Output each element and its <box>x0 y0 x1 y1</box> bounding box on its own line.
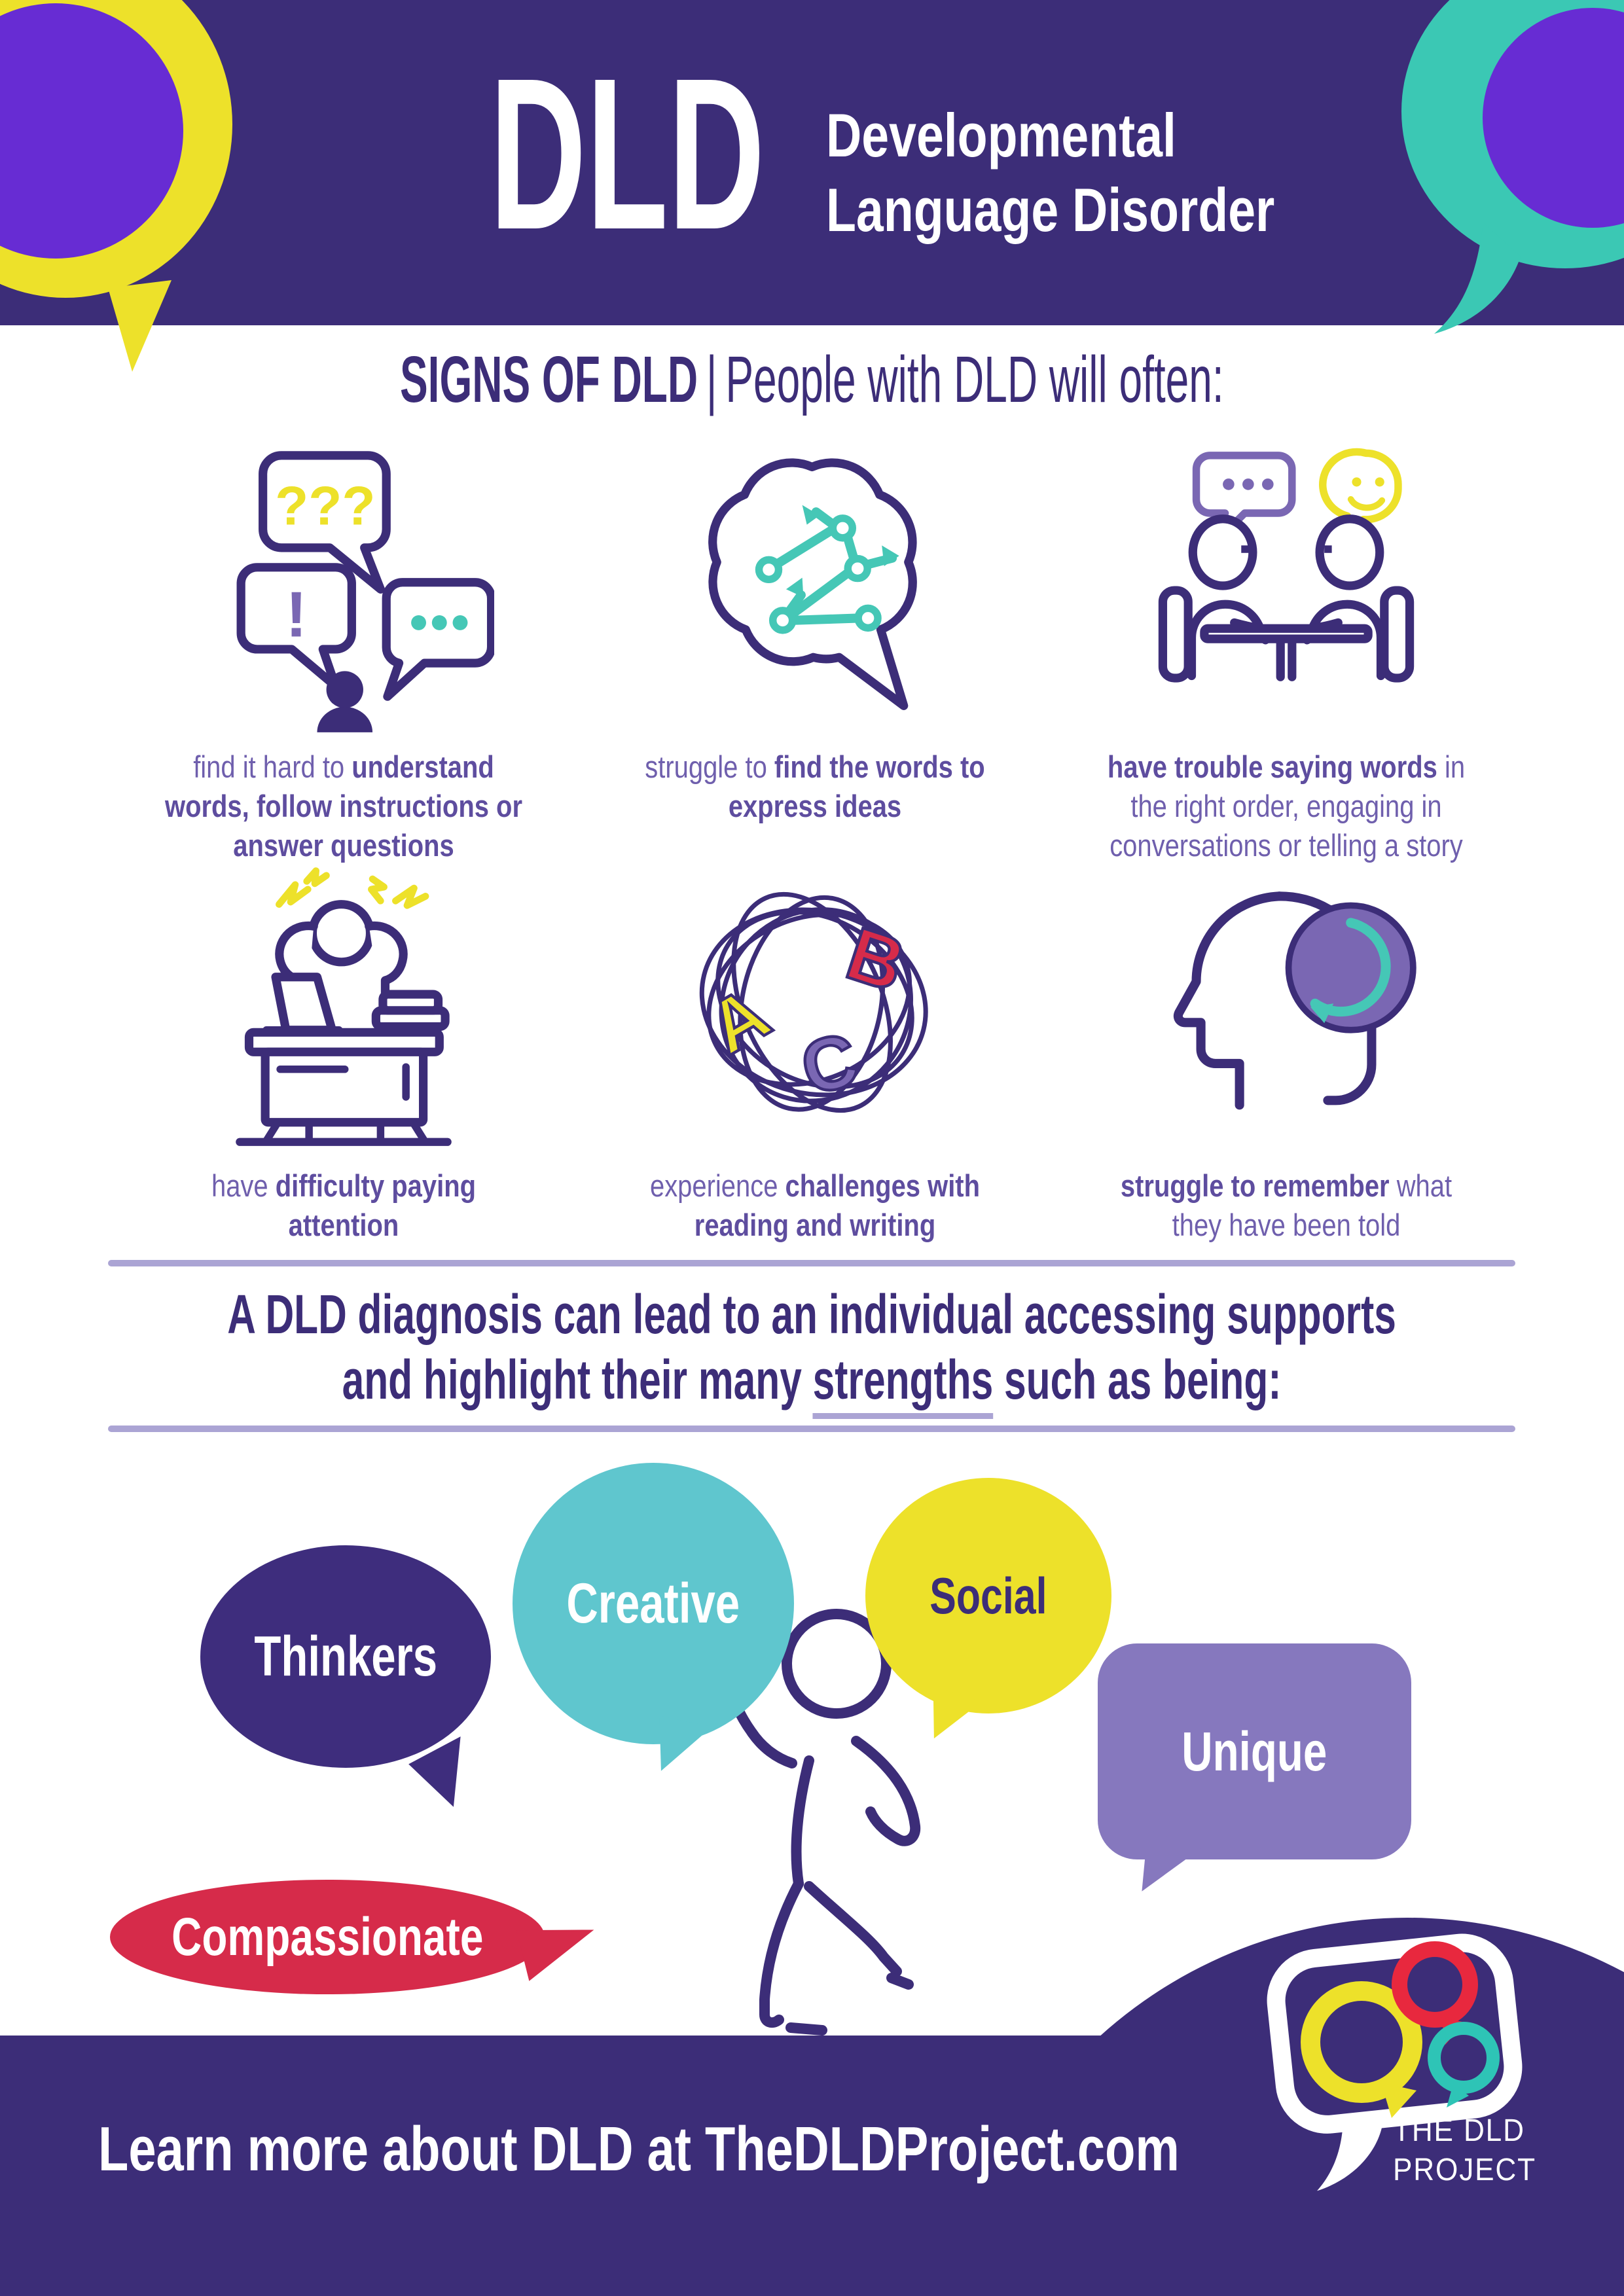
sign-item-memory: struggle to remember what they have been… <box>1051 861 1522 1245</box>
sign-item-attention: have difficulty paying attention <box>108 861 579 1245</box>
svg-text:???: ??? <box>275 475 375 537</box>
caption-bold: understand words, follow instructions or… <box>164 749 522 863</box>
sign-item-literacy: A B C experience challenges with reading… <box>579 861 1051 1245</box>
sign-item-understanding: ??? ! find it hard to understand words, … <box>108 442 579 865</box>
statement-line1: A DLD diagnosis can lead to an individua… <box>227 1283 1397 1345</box>
caption-regular: find it hard to <box>193 749 352 784</box>
sign-caption: find it hard to understand words, follow… <box>108 747 579 865</box>
caption-bold: have trouble saying words <box>1107 749 1437 784</box>
yellow-speech-bubble-decoration-icon <box>0 0 232 372</box>
strength-bubble-thinkers: Thinkers <box>200 1545 491 1768</box>
logo-wordmark: THE DLD PROJECT <box>1393 2111 1536 2190</box>
caption-regular: in the right order, engaging in conversa… <box>1110 749 1466 863</box>
page-title: DLD <box>490 33 765 274</box>
svg-text:!: ! <box>285 579 307 651</box>
caption-bold: find the words to express ideas <box>728 749 985 823</box>
header-banner: DLD Developmental Language Disorder <box>0 0 1624 372</box>
stressed-at-desk-icon <box>236 867 452 1146</box>
logo-line1: THE DLD <box>1393 2113 1525 2148</box>
caption-regular: experience <box>649 1168 785 1203</box>
caption-regular: have <box>211 1168 276 1203</box>
subtitle-line2: Language Disorder <box>826 175 1275 244</box>
caption-bold: challenges with reading and writing <box>694 1168 981 1242</box>
page-subtitle: Developmental Language Disorder <box>826 98 1274 247</box>
strength-bubble-unique: Unique <box>1098 1643 1411 1859</box>
subtitle-line1: Developmental <box>826 101 1176 170</box>
sign-item-conversation: have trouble saying words in the right o… <box>1051 442 1522 865</box>
question-speech-bubbles-icon: ??? ! <box>236 451 494 732</box>
dld-project-logo-icon <box>1267 1933 1523 2191</box>
divider-bottom <box>108 1426 1515 1432</box>
tangled-letters-icon: A B C <box>693 891 928 1113</box>
sign-caption: have difficulty paying attention <box>108 1166 579 1245</box>
sign-caption: struggle to find the words to express id… <box>579 747 1051 826</box>
caption-regular: what they have been told <box>1172 1168 1453 1242</box>
footer-message: Learn more about DLD at TheDLDProject.co… <box>98 2114 1180 2184</box>
sign-caption: struggle to remember what they have been… <box>1051 1166 1522 1245</box>
strengths-underlined-word: strengths <box>813 1349 994 1419</box>
signs-heading-bold: SIGNS OF DLD <box>400 343 698 416</box>
logo-line2: PROJECT <box>1393 2153 1536 2187</box>
signs-heading-separator: | <box>706 343 717 416</box>
svg-text:A: A <box>695 971 784 1070</box>
signs-section-heading: SIGNS OF DLD|People with DLD will often: <box>0 346 1624 414</box>
caption-regular: struggle to <box>645 749 774 784</box>
conversation-table-icon <box>1158 448 1415 683</box>
caption-bold: difficulty paying attention <box>275 1168 477 1242</box>
memory-head-icon <box>1173 891 1416 1110</box>
sign-caption: experience challenges with reading and w… <box>579 1166 1051 1245</box>
strength-bubble-social: Social <box>865 1478 1111 1713</box>
brain-speech-bubble-icon <box>708 458 917 710</box>
sign-caption: have trouble saying words in the right o… <box>1051 747 1522 865</box>
divider-top <box>108 1260 1515 1266</box>
statement-line2: and highlight their many strengths such … <box>228 1347 1397 1419</box>
teal-speech-bubble-decoration-icon <box>1401 0 1624 334</box>
strength-bubble-creative: Creative <box>513 1463 794 1744</box>
signs-heading-regular: People with DLD will often: <box>725 343 1224 416</box>
sign-item-word-finding: struggle to find the words to express id… <box>579 442 1051 826</box>
caption-bold: struggle to remember <box>1120 1168 1390 1203</box>
strength-bubble-compassionate: Compassionate <box>110 1880 545 1994</box>
diagnosis-statement: A DLD diagnosis can lead to an individua… <box>0 1282 1624 1419</box>
